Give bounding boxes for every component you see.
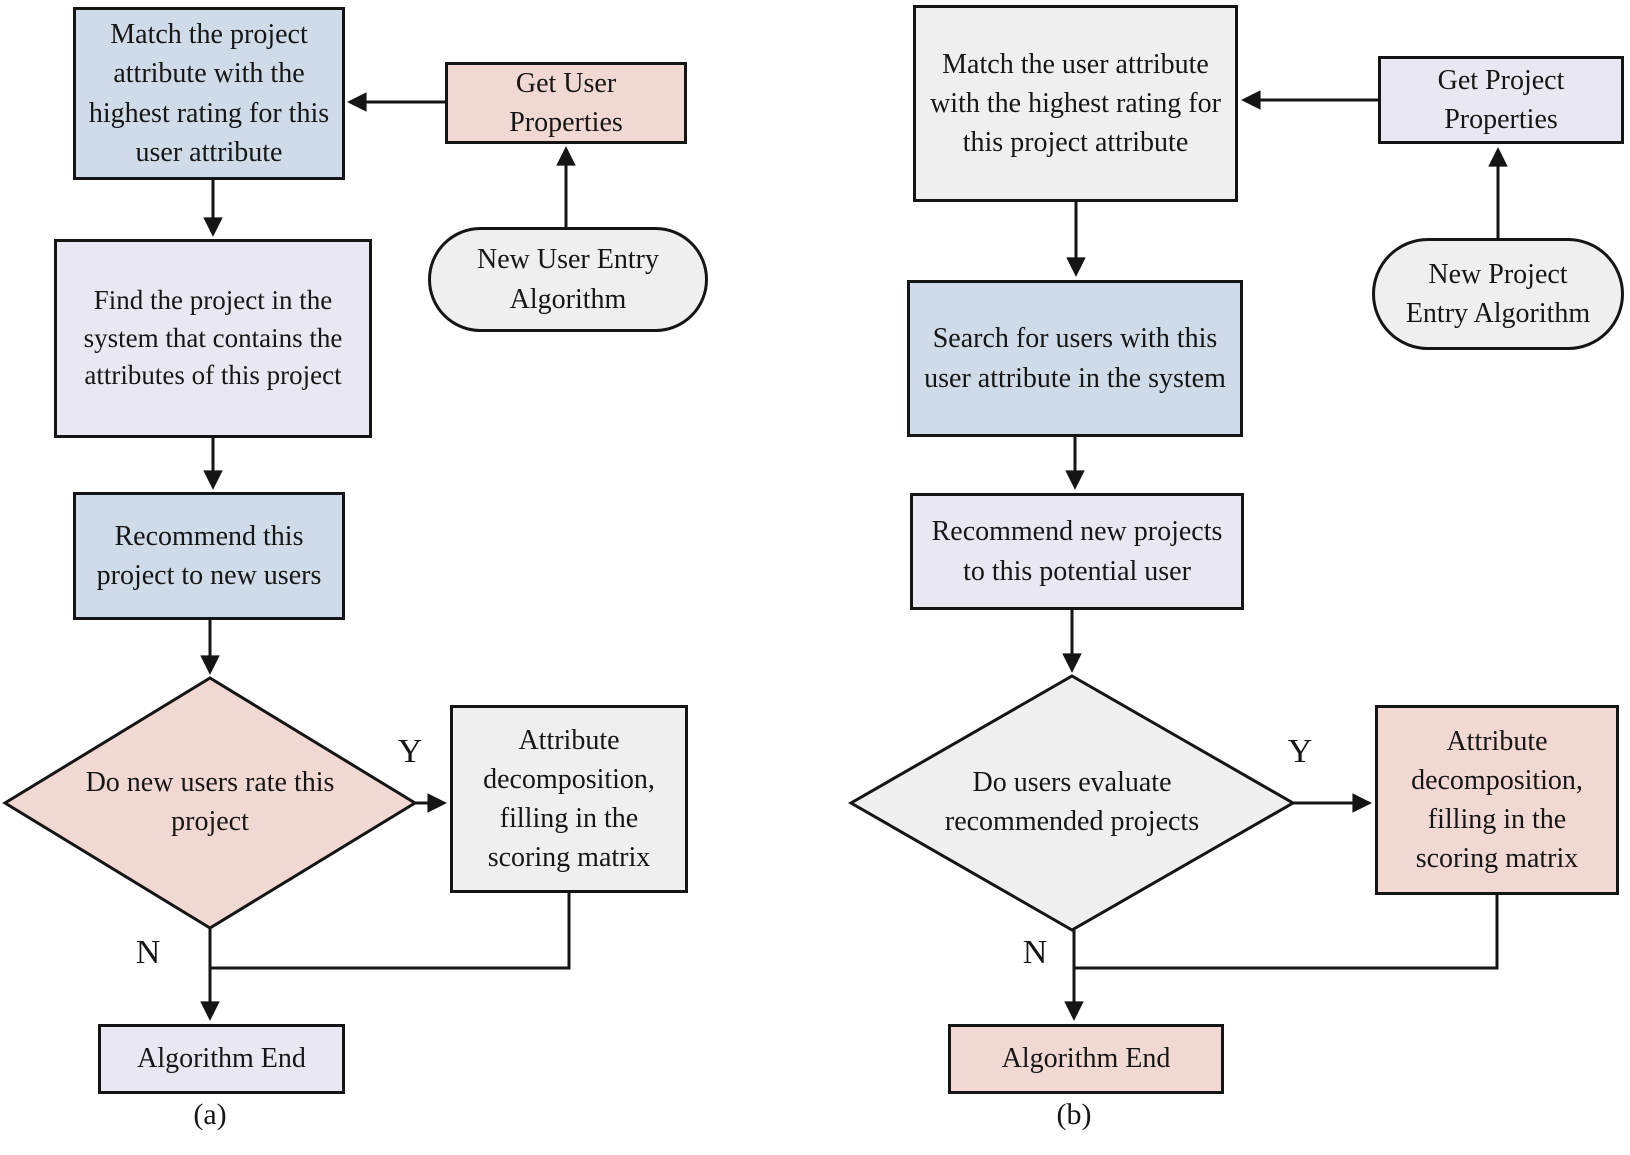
terminal-b-algorithm-end: Algorithm End: [948, 1024, 1224, 1094]
label-b-yes: Y: [1287, 733, 1313, 770]
subfigure-caption-b: (b): [1056, 1098, 1092, 1131]
label-b-no: N: [1022, 934, 1048, 971]
process-a-get-user-properties: Get User Properties: [445, 62, 687, 144]
join-b-attr-to-no-line: [1075, 895, 1499, 970]
decision-diamond-b: [847, 674, 1297, 932]
process-b-attribute-decomposition: Attribute decomposition, filling in the …: [1375, 705, 1619, 895]
process-a-attribute-decomposition: Attribute decomposition, filling in the …: [450, 705, 688, 893]
terminal-a-new-user-entry-algorithm: New User Entry Algorithm: [428, 227, 708, 332]
terminal-a-algorithm-end: Algorithm End: [98, 1024, 345, 1094]
process-b-get-project-properties: Get Project Properties: [1378, 56, 1624, 144]
process-a-find-project: Find the project in the system that cont…: [54, 239, 372, 438]
process-b-search-users: Search for users with this user attribut…: [907, 280, 1243, 437]
label-a-yes: Y: [397, 733, 423, 770]
subfigure-caption-a: (a): [193, 1098, 227, 1131]
decision-a-label: Do new users rate this project: [85, 767, 335, 838]
terminal-b-new-project-entry-algorithm: New Project Entry Algorithm: [1372, 238, 1624, 350]
join-a-attr-to-no-line: [211, 893, 571, 970]
process-b-recommend-projects: Recommend new projects to this potential…: [910, 493, 1244, 610]
process-b-match-user-attribute: Match the user attribute with the highes…: [913, 5, 1238, 202]
label-a-no: N: [135, 934, 161, 971]
decision-b-label: Do users evaluate recommended projects: [944, 767, 1200, 838]
process-a-recommend-project: Recommend this project to new users: [73, 492, 345, 620]
process-a-match-project-attribute: Match the project attribute with the hig…: [73, 7, 345, 180]
